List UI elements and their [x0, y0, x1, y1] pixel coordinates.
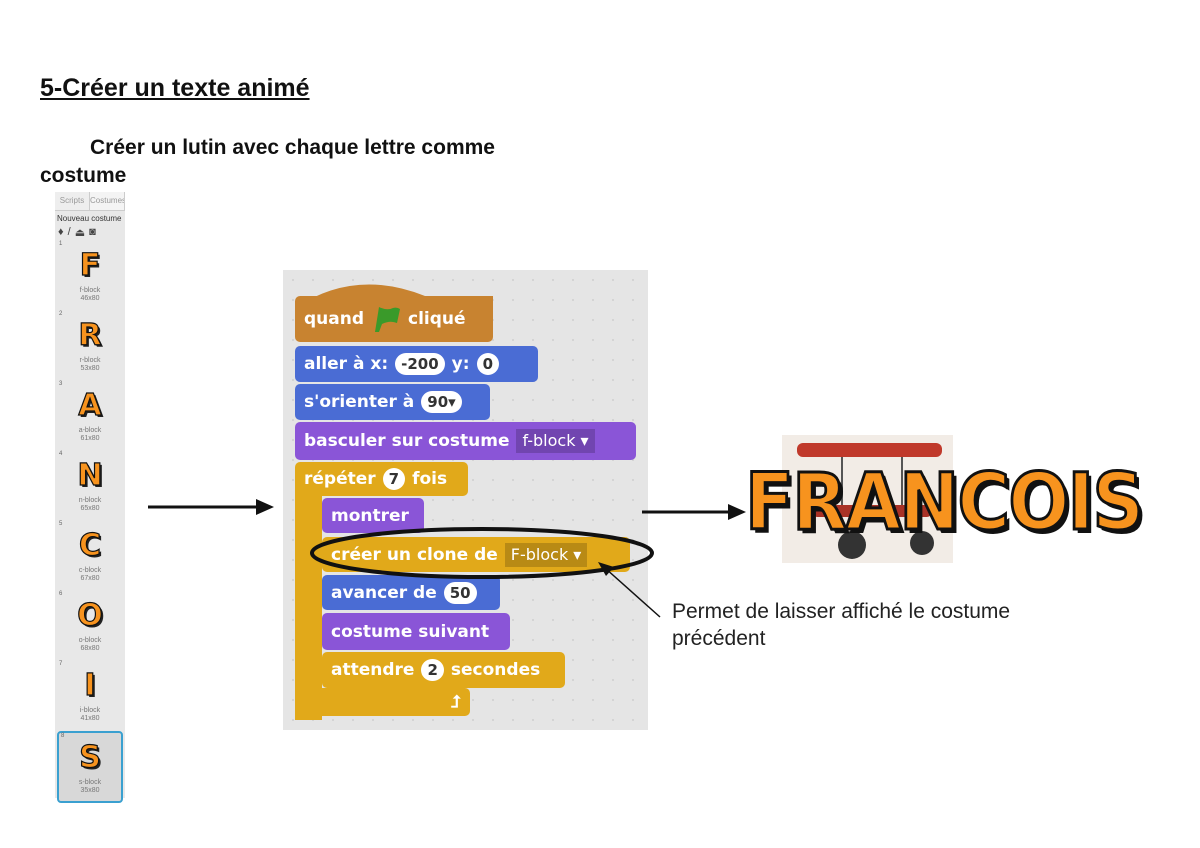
costume-thumbnail: A [78, 387, 102, 423]
costume-size: 46x80 [80, 295, 100, 302]
instruction-line-1: Créer un lutin avec chaque lettre comme [90, 136, 495, 159]
costume-thumbnail: C [78, 527, 102, 563]
block-label: répéter [304, 469, 376, 489]
costume-index: 5 [59, 521, 63, 527]
costume-size: 61x80 [80, 435, 100, 442]
point-direction-block[interactable]: s'orienter à 90▾ [295, 384, 490, 420]
costume-name: f-block [79, 287, 101, 294]
new-costume-label: Nouveau costume : [57, 214, 123, 223]
repeat-count-input[interactable]: 7 [382, 468, 406, 490]
move-steps-block[interactable]: avancer de 50 [322, 575, 500, 610]
costume-size: 35x80 [80, 787, 100, 794]
camera-icon[interactable]: ◙ [89, 226, 96, 238]
pointer-line [604, 567, 661, 618]
costume-index: 1 [59, 241, 63, 247]
result-preview: FRANCOIS [744, 430, 1155, 570]
costume-size: 53x80 [80, 365, 100, 372]
annotation-text: Permet de laisser affiché le costume pré… [672, 600, 1011, 650]
costume-name: r-block [79, 357, 101, 364]
block-label: quand [304, 309, 365, 329]
show-block[interactable]: montrer [322, 498, 424, 533]
direction-input[interactable]: 90▾ [421, 391, 462, 413]
block-label: costume suivant [331, 621, 490, 642]
switch-costume-block[interactable]: basculer sur costume f-block ▾ [295, 422, 636, 460]
costume-name: n-block [78, 497, 102, 504]
wait-block[interactable]: attendre 2 secondes [322, 652, 565, 688]
costume-thumbnail: S [79, 739, 102, 775]
brush-icon[interactable]: / [67, 226, 71, 238]
create-clone-block[interactable]: créer un clone de F-block ▾ [322, 537, 630, 572]
repeat-arm [295, 490, 322, 720]
arrow-right-icon [642, 504, 746, 520]
when-flag-clicked-block[interactable]: quand cliqué [295, 296, 493, 342]
costume-dropdown[interactable]: f-block ▾ [516, 429, 595, 453]
steps-input[interactable]: 50 [443, 581, 477, 604]
green-flag-icon [375, 307, 401, 332]
repeat-header: répéter 7 fois [295, 462, 456, 496]
animated-word: FRANCOIS [744, 457, 1146, 550]
costume-size: 41x80 [80, 715, 100, 722]
block-label: créer un clone de [331, 544, 498, 565]
costume-thumbnail: O [77, 597, 104, 633]
block-label: s'orienter à [304, 392, 415, 412]
costume-thumbnail: R [78, 317, 102, 353]
paint-icon[interactable]: ♦ [58, 226, 64, 238]
block-label: aller à x: [304, 354, 389, 374]
costume-name: o-block [78, 637, 102, 644]
biplane-image [782, 435, 953, 563]
costume-index: 3 [59, 381, 63, 387]
block-label: basculer sur costume [304, 431, 510, 451]
block-label: avancer de [331, 582, 437, 603]
y-input[interactable]: 0 [476, 353, 499, 375]
wait-input[interactable]: 2 [421, 659, 444, 681]
block-label: montrer [331, 505, 409, 526]
block-label: secondes [450, 660, 541, 680]
upload-icon[interactable]: ⏏ [74, 227, 86, 239]
costume-panel: Scripts Costumes Nouveau costume : ♦ / ⏏… [55, 192, 125, 803]
costume-thumbnail: I [84, 667, 96, 703]
tab-scripts[interactable]: Scripts [55, 192, 90, 210]
instruction-line-2: costume [40, 164, 127, 187]
costume-name: a-block [78, 427, 102, 434]
costume-index: 4 [59, 451, 63, 457]
repeat-block[interactable] [295, 462, 468, 496]
clone-target-dropdown[interactable]: F-block ▾ [504, 542, 588, 567]
costume-thumbnail: F [79, 247, 101, 283]
repeat-end: ⮥ [295, 688, 470, 716]
costume-index: 8 [61, 733, 65, 739]
block-label: y: [451, 354, 470, 374]
next-costume-block[interactable]: costume suivant [322, 613, 510, 650]
arrow-right-icon [148, 499, 274, 515]
costume-index: 2 [59, 311, 63, 317]
costume-size: 67x80 [80, 575, 100, 582]
x-input[interactable]: -200 [395, 353, 445, 375]
block-label: fois [412, 469, 448, 489]
costume-index: 6 [59, 591, 63, 597]
costume-thumbnail: N [77, 457, 103, 493]
costume-name: i-block [79, 707, 101, 714]
script-area: quand cliqué aller à x: -200 y: 0 s'orie… [283, 270, 648, 730]
section-title: 5-Créer un texte animé [40, 74, 310, 102]
block-label: cliqué [408, 309, 466, 329]
tab-costumes[interactable]: Costumes [90, 192, 125, 210]
costume-name: c-block [78, 567, 102, 574]
block-label: attendre [331, 660, 415, 680]
costume-size: 68x80 [80, 645, 100, 652]
loop-arrow-icon: ⮥ [450, 692, 461, 712]
goto-xy-block[interactable]: aller à x: -200 y: 0 [295, 346, 538, 382]
costume-index: 7 [59, 661, 63, 667]
pointer-arrowhead-icon [598, 562, 614, 576]
highlight-ellipse [310, 527, 661, 618]
costume-name: s-block [78, 779, 102, 786]
costume-size: 65x80 [80, 505, 100, 512]
